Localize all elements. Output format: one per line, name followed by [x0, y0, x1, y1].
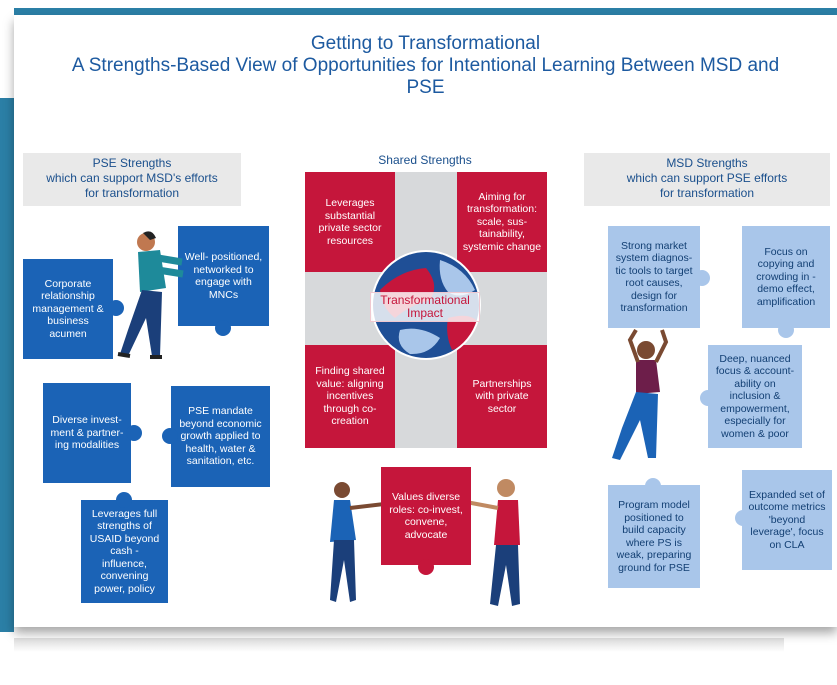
puzzle-knob — [778, 322, 794, 338]
puzzle-knob — [418, 559, 434, 575]
pse-piece-corporate: Corporate relationship management & busi… — [23, 259, 113, 359]
shared-strengths-heading: Shared Strengths — [378, 153, 472, 167]
pse-strengths-heading: PSE Strengths which can support MSD's ef… — [23, 153, 241, 206]
shared-piece-resources: Leverages substantial private sector res… — [305, 172, 395, 272]
puzzle-knob — [162, 428, 178, 444]
pse-heading-line-3: for transformation — [84, 186, 180, 200]
pse-piece-networked: Well- positioned, networked to engage wi… — [178, 226, 269, 326]
pse-heading-line-1: PSE Strengths — [92, 156, 172, 170]
pse-piece-usaid: Leverages full strengths of USAID beyond… — [81, 500, 168, 603]
puzzle-knob — [694, 270, 710, 286]
shared-piece-shared-value: Finding shared value: aligning incentive… — [305, 345, 395, 448]
shared-piece-partnerships: Partnerships with private sector — [457, 345, 547, 448]
card-shadow — [14, 638, 784, 652]
msd-heading-line-1: MSD Strengths — [666, 156, 748, 170]
frame-border-top — [14, 8, 837, 16]
puzzle-knob — [645, 478, 661, 494]
puzzle-knob — [108, 300, 124, 316]
puzzle-knob — [735, 510, 751, 526]
frame-border-left — [0, 98, 14, 632]
msd-heading-line-2: which can support PSE efforts — [626, 171, 788, 185]
msd-piece-copying: Focus on copying and crowding in - demo … — [742, 226, 830, 328]
shared-piece-aiming: Aiming for transformation: scale, sus- t… — [457, 172, 547, 272]
puzzle-knob — [215, 320, 231, 336]
msd-piece-metrics: Expanded set of outcome metrics 'beyond … — [742, 470, 832, 570]
msd-piece-program-model: Program model positioned to build capaci… — [608, 485, 700, 588]
title-line-3: PSE — [406, 77, 445, 98]
pse-piece-investment: Diverse invest- ment & partner- ing moda… — [43, 383, 131, 483]
msd-piece-inclusion: Deep, nuanced focus & account- ability o… — [708, 345, 802, 448]
man-pushing-illustration — [117, 231, 184, 359]
title-line-2: A Strengths-Based View of Opportunities … — [71, 55, 780, 76]
impact-line-1: Transformational — [380, 293, 470, 307]
puzzle-knob — [700, 390, 716, 406]
pse-heading-line-2: which can support MSD's efforts — [46, 171, 218, 185]
woman-lifting-illustration — [612, 328, 669, 460]
msd-heading-line-3: for transformation — [659, 186, 755, 200]
shared-piece-diverse-roles: Values diverse roles: co-invest, convene… — [381, 467, 471, 565]
puzzle-knob — [126, 425, 142, 441]
page-title: Getting to Transformational A Strengths-… — [14, 33, 837, 99]
msd-strengths-heading: MSD Strengths which can support PSE effo… — [584, 153, 830, 206]
msd-piece-diagnostic: Strong market system diagnos- tic tools … — [608, 226, 700, 328]
puzzle-knob — [116, 492, 132, 508]
transformational-impact-label: Transformational Impact — [370, 292, 480, 322]
impact-line-2: Impact — [406, 306, 443, 320]
two-people-illustration — [330, 479, 520, 606]
pse-piece-mandate: PSE mandate beyond economic growth appli… — [171, 386, 270, 487]
title-line-1: Getting to Transformational — [310, 33, 541, 54]
